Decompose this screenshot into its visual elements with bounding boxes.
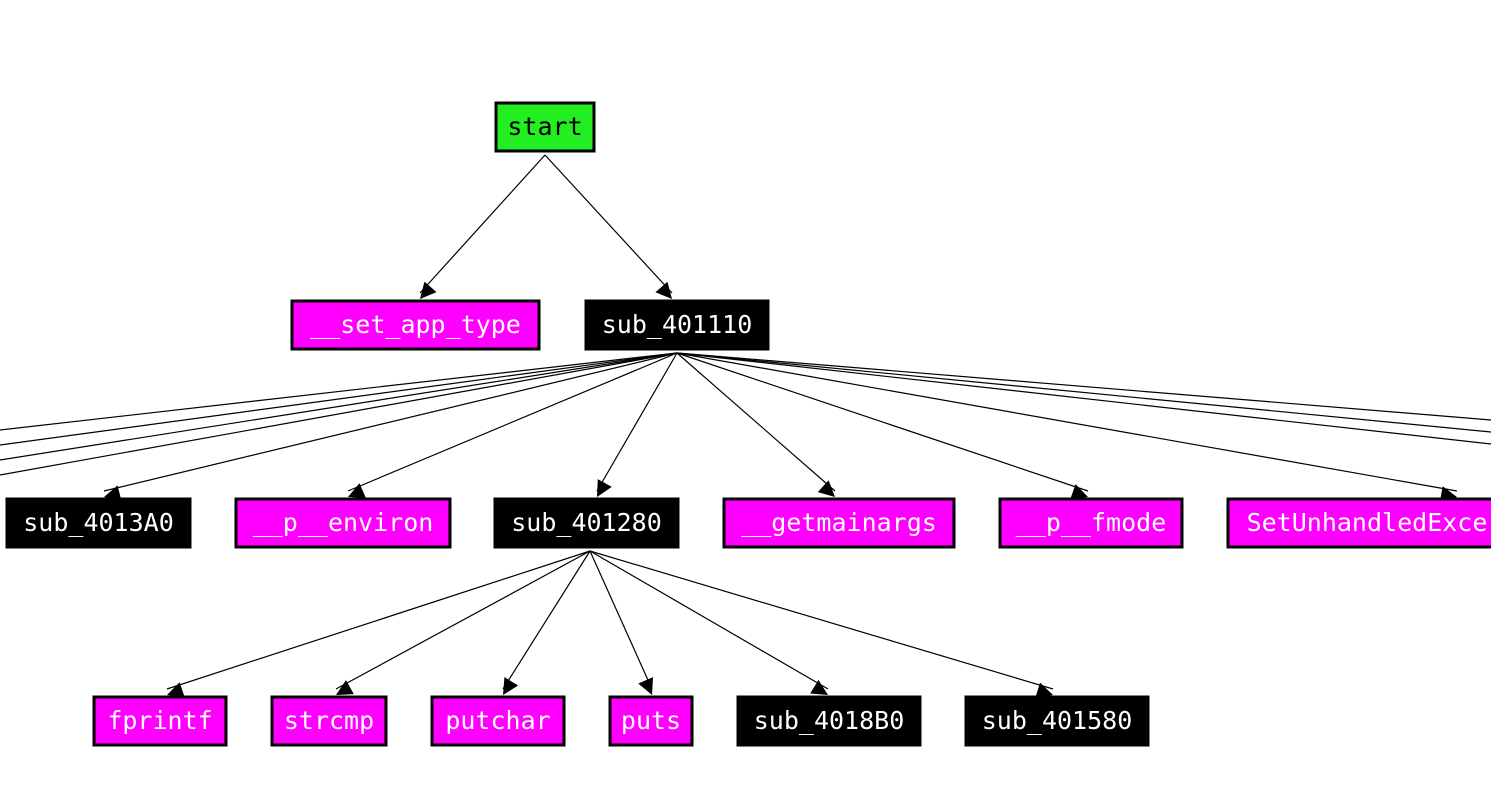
node-label: start	[507, 112, 582, 141]
edge-sub_401280-to-putchar	[502, 550, 591, 695]
edges	[103, 154, 1458, 698]
node-puts[interactable]: puts	[608, 695, 694, 747]
node-sub_4013A0[interactable]: sub_4013A0	[5, 497, 192, 549]
node-label: __set_app_type	[310, 310, 521, 339]
node-box	[290, 299, 541, 351]
node-sub_401580[interactable]: sub_401580	[964, 695, 1150, 747]
node-SetUnhandled[interactable]: SetUnhandledExce	[1226, 497, 1491, 549]
node-label: sub_4018B0	[754, 706, 905, 735]
node-p_fmode[interactable]: __p__fmode	[998, 497, 1184, 549]
node-label: SetUnhandledExce	[1247, 508, 1488, 537]
node-box	[1226, 497, 1491, 549]
arrowhead	[336, 680, 354, 695]
arrowhead	[638, 677, 654, 695]
arrowhead	[810, 679, 828, 695]
arrowhead	[597, 479, 612, 497]
node-label: sub_401110	[602, 310, 753, 339]
arrowhead	[655, 281, 672, 299]
node-box	[234, 497, 452, 549]
node-label: __p__fmode	[1016, 508, 1167, 537]
edge-sub_401110-to-p_fmode	[676, 352, 1089, 500]
edge-sub_401280-to-strcmp	[335, 550, 591, 695]
arrowhead	[348, 483, 366, 498]
node-label: sub_401280	[511, 508, 662, 537]
node-label: sub_401580	[982, 706, 1133, 735]
edge-sub_401280-to-sub_4018B0	[589, 550, 829, 695]
node-box	[5, 497, 192, 549]
nodes: start __set_app_type sub_401110 sub_4013A0 _…	[5, 101, 1491, 747]
edge-sub_401280-to-fprintf	[166, 550, 591, 698]
node-getmainargs[interactable]: __getmainargs	[722, 497, 956, 549]
node-sub_4018B0[interactable]: sub_4018B0	[736, 695, 922, 747]
edge-offscreen-5	[676, 352, 1491, 433]
node-box	[722, 497, 956, 549]
edge-start-to-set_app_type	[419, 154, 546, 299]
node-sub_401280[interactable]: sub_401280	[493, 497, 680, 549]
edge-start-to-sub_401110	[544, 154, 673, 299]
node-box	[430, 695, 566, 747]
node-box	[964, 695, 1150, 747]
node-box	[584, 299, 770, 351]
node-label: __getmainargs	[741, 508, 937, 537]
node-box	[270, 695, 388, 747]
edge-offscreen-4	[676, 352, 1491, 421]
node-label: sub_4013A0	[23, 508, 174, 537]
arrowhead	[420, 281, 437, 299]
node-label: putchar	[445, 706, 550, 735]
arrowhead	[503, 677, 519, 695]
edge-offscreen-6	[676, 352, 1491, 445]
edge-offscreen-0	[0, 352, 678, 431]
node-box	[736, 695, 922, 747]
edge-sub_401110-to-getmainargs	[676, 352, 836, 497]
arrowhead	[817, 480, 835, 497]
edge-sub_401110-to-sub_4013A0	[103, 352, 678, 501]
node-label: puts	[621, 706, 681, 735]
node-label: __p__environ	[253, 508, 434, 537]
offscreen-edges	[0, 352, 1491, 476]
node-putchar[interactable]: putchar	[430, 695, 566, 747]
node-box	[92, 695, 228, 747]
node-strcmp[interactable]: strcmp	[270, 695, 388, 747]
edge-offscreen-3	[0, 352, 678, 476]
arrowhead	[104, 485, 122, 501]
edge-sub_401110-to-p_environ	[347, 352, 678, 498]
node-sub_401110[interactable]: sub_401110	[584, 299, 770, 351]
node-box	[494, 101, 596, 153]
edge-sub_401280-to-sub_401580	[589, 550, 1054, 698]
node-label: strcmp	[284, 706, 374, 735]
arrowhead	[1035, 682, 1053, 698]
node-set_app_type[interactable]: __set_app_type	[290, 299, 541, 351]
edge-sub_401110-to-sub_401280	[596, 352, 678, 497]
edge-sub_401280-to-puts	[589, 550, 654, 695]
node-label: fprintf	[107, 706, 212, 735]
node-fprintf[interactable]: fprintf	[92, 695, 228, 747]
edge-offscreen-2	[0, 352, 678, 461]
node-box	[998, 497, 1184, 549]
arrowhead	[167, 682, 185, 698]
node-p_environ[interactable]: __p__environ	[234, 497, 452, 549]
node-box	[493, 497, 680, 549]
node-box	[608, 695, 694, 747]
node-start[interactable]: start	[494, 101, 596, 153]
edge-offscreen-1	[0, 352, 678, 446]
arrowhead	[1070, 484, 1088, 500]
